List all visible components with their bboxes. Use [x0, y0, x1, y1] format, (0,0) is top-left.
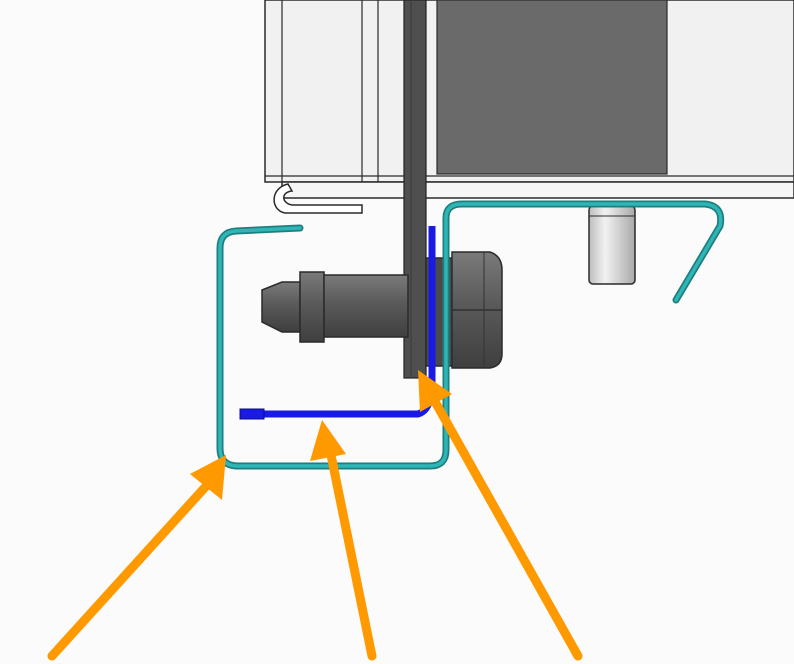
cylindrical-spacer — [588, 205, 636, 285]
callout-arrows — [47, 370, 583, 661]
bent-bracket — [216, 200, 725, 470]
arrow-bracket-corner — [47, 455, 226, 661]
vertical-bar — [403, 0, 427, 379]
hook-clip — [273, 183, 363, 214]
arrow-blue-strip — [310, 420, 377, 661]
bolt-with-nut — [261, 251, 503, 369]
arrow-bar-bottom — [418, 370, 583, 661]
dark-block — [436, 0, 668, 175]
